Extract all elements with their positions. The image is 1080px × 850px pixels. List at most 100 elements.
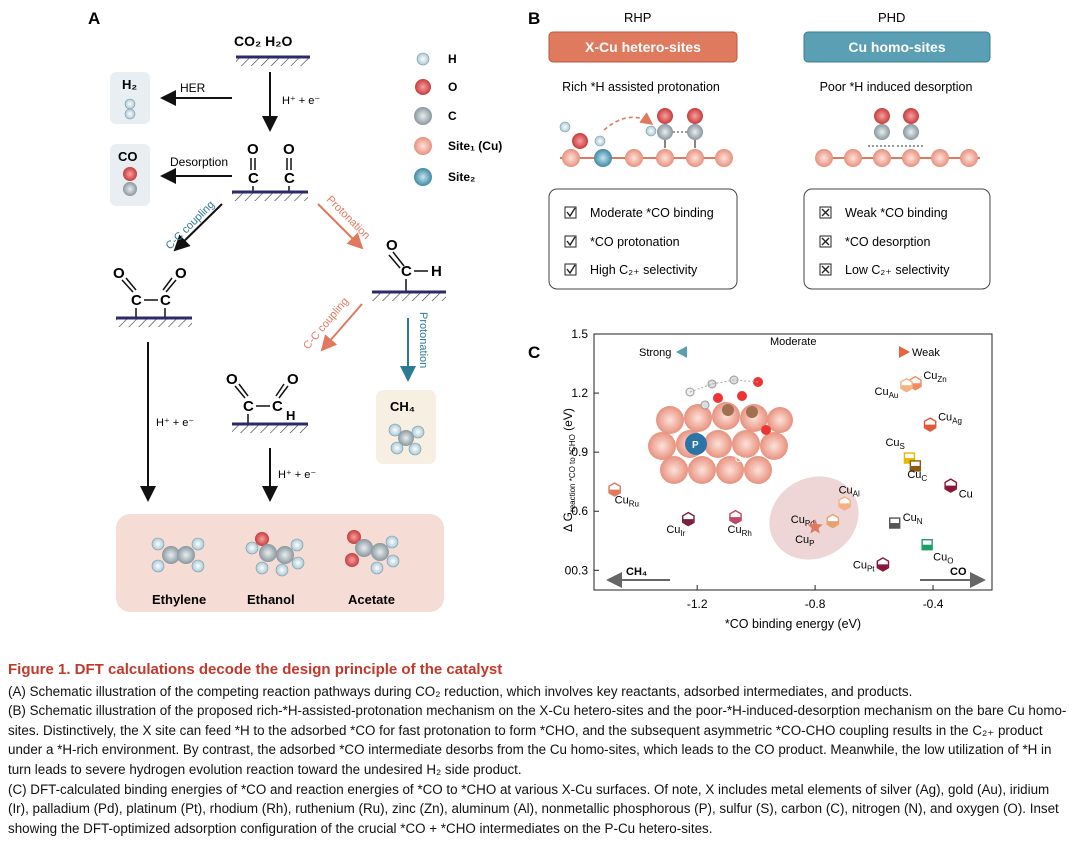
homo-sites-title: Cu homo-sites: [848, 39, 945, 55]
product-ethylene: Ethylene: [152, 592, 206, 607]
point-cuzn: CuZn: [909, 370, 947, 391]
svg-text:O: O: [247, 141, 259, 158]
point-curu: CuRu: [608, 482, 639, 509]
inset-cu-label: Cu: [735, 454, 747, 464]
homo-site-illustration: [815, 108, 980, 167]
point-label: CuRh: [728, 524, 752, 538]
hetero-subtitle: Rich *H assisted protonation: [562, 80, 720, 94]
svg-text:O: O: [226, 371, 238, 388]
point-cupt: CuPt: [853, 557, 890, 573]
svg-text:O: O: [287, 371, 299, 388]
point-label: CuAg: [938, 412, 962, 426]
h2-box: [110, 72, 150, 124]
svg-text:C: C: [401, 263, 412, 280]
svg-text:C: C: [248, 170, 259, 187]
caption-a: (A) Schematic illustration of the compet…: [8, 683, 913, 699]
product-acetate: Acetate: [348, 592, 395, 607]
svg-text:O: O: [175, 265, 187, 282]
highlight-ellipse: [769, 476, 859, 560]
legend-h: H: [448, 52, 457, 66]
protonation2-label: Protonation: [417, 312, 429, 368]
her-label: HER: [180, 81, 206, 95]
point-cuo: CuO: [921, 539, 953, 566]
cc-coupling-label: C-C coupling: [164, 199, 217, 252]
point-cuau: CuAu: [875, 377, 913, 400]
point-label: CuN: [903, 512, 923, 526]
atom-legend: H O C Site₁ (Cu) Site₂: [414, 52, 502, 186]
acetate-molecule-icon: [345, 530, 400, 575]
svg-text:O: O: [386, 237, 398, 254]
step1-label: H⁺ + e⁻: [282, 95, 320, 107]
y-tick-label: 0.9: [571, 445, 588, 459]
svg-text:H: H: [431, 263, 442, 280]
svg-text:O: O: [113, 265, 125, 282]
h2-label: H₂: [122, 77, 137, 92]
point-label: CuPt: [853, 559, 875, 573]
x-tick-label: -0.4: [923, 597, 944, 611]
phd-label: PHD: [878, 10, 905, 25]
homo-feature-box: [803, 188, 991, 290]
ch4-molecule-icon: [388, 423, 425, 456]
point-cuir: CuIr: [666, 511, 695, 538]
ch4-direction-label: CH₄: [626, 566, 647, 578]
hetero-item-3: High C₂₊ selectivity: [590, 263, 698, 277]
ch4-box: [376, 390, 436, 464]
ch4-label: CH₄: [390, 399, 415, 414]
homo-feature-list: Weak *CO binding *CO desorption Low C₂₊ …: [819, 206, 950, 277]
inset-structure-image: P Cu: [648, 375, 793, 484]
chart-c: Strong Moderate Weak CH₄ CO P Cu: [561, 327, 993, 631]
hetero-feature-list: Moderate *CO binding *CO protonation Hig…: [564, 206, 714, 277]
product-ethanol: Ethanol: [247, 592, 295, 607]
svg-text:C: C: [243, 398, 254, 415]
hetero-sites-banner: [548, 31, 738, 63]
x-tick-label: -0.8: [805, 597, 826, 611]
point-label: CuC: [907, 469, 927, 483]
arrow-cc-coupling: [173, 203, 223, 252]
svg-text:C: C: [284, 170, 295, 187]
moderate-label: Moderate: [770, 336, 816, 348]
caption-c: (C) DFT-calculated binding energies of *…: [8, 781, 1059, 836]
svg-text:C: C: [160, 292, 171, 309]
point-label: CuAu: [875, 386, 899, 400]
legend-c: C: [448, 109, 457, 123]
legend-o: O: [448, 80, 457, 94]
co-label: CO: [118, 149, 138, 164]
occo-adsorbed: O O C C: [113, 265, 192, 327]
hetero-item-2: *CO protonation: [590, 235, 680, 249]
svg-text:C: C: [272, 398, 283, 415]
legend-site2: Site₂: [448, 170, 475, 184]
cho-adsorbed: O C H: [372, 237, 446, 301]
point-label: CuZn: [923, 370, 946, 384]
axis-ticks: -1.2-0.8-0.400.30.60.91.21.5: [565, 327, 944, 611]
homo-item-1: Weak *CO binding: [845, 206, 948, 220]
arrow-cc-coupling2: [320, 303, 363, 352]
y-tick-label: 0.6: [571, 504, 588, 518]
ethanol-molecule-icon: [245, 532, 305, 577]
y-tick-label: 1.5: [571, 327, 588, 341]
figure-caption: Figure 1. DFT calculations decode the de…: [8, 660, 1072, 838]
homo-sites-banner: [803, 31, 991, 63]
panel-a-label: A: [88, 9, 100, 28]
strong-label: Strong: [639, 347, 671, 359]
ethylene-molecule-icon: [151, 537, 205, 573]
hetero-item-1: Moderate *CO binding: [590, 206, 714, 220]
homo-item-2: *CO desorption: [845, 235, 931, 249]
surface-top: [236, 55, 310, 66]
desorption-label: Desorption: [170, 155, 228, 169]
point-cuc: CuC: [907, 460, 927, 483]
point-cuag: CuAg: [923, 412, 962, 432]
point-label: Cu: [959, 489, 973, 501]
svg-text:H: H: [286, 408, 295, 423]
step-mid-label: H⁺ + e⁻: [278, 469, 316, 481]
panel-b-label: B: [528, 9, 540, 28]
panel-c-label: C: [528, 343, 540, 362]
hetero-site-illustration: [559, 108, 733, 167]
homo-subtitle: Poor *H induced desorption: [820, 80, 973, 94]
hetero-feature-box: [548, 188, 738, 290]
svg-text:C: C: [131, 292, 142, 309]
x-tick-label: -1.2: [687, 597, 708, 611]
point-cun: CuN: [889, 512, 923, 529]
y-tick-label: 00.3: [565, 563, 589, 577]
